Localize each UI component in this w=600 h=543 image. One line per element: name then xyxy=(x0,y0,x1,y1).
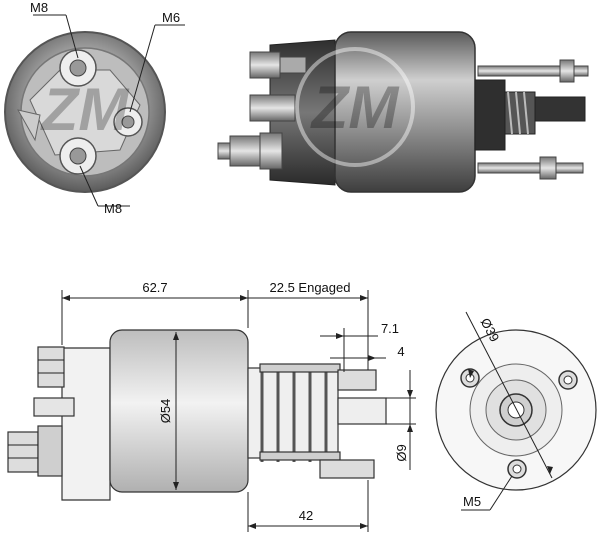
end-view-photo: ZM M8 M6 M8 xyxy=(4,0,185,216)
stud-top xyxy=(477,65,589,77)
side-view-photo: ZM xyxy=(217,31,589,193)
mount-hole-3-bore xyxy=(512,464,522,474)
dim-62-7: 62.7 xyxy=(142,280,167,295)
drawing-nut-top xyxy=(337,369,377,391)
end-bore xyxy=(507,401,525,419)
plunger xyxy=(534,96,586,122)
bracket-tab xyxy=(17,109,41,142)
label-m8-bottom: M8 xyxy=(104,201,122,216)
technical-drawing-end: Ø39 M5 xyxy=(435,311,597,511)
watermark-side: ZM xyxy=(310,74,401,141)
arrow-54-bottom xyxy=(173,482,179,490)
dim-4: 4 xyxy=(397,344,404,359)
watermark-ring xyxy=(295,47,415,167)
arrow-7-1 xyxy=(336,333,344,339)
arrow-22-5-right xyxy=(360,295,368,301)
drawing-bolt-bottom xyxy=(7,425,63,477)
dim-line-39 xyxy=(465,311,553,479)
label-m8-top: M8 xyxy=(30,0,48,15)
drawing-nut-bottom xyxy=(319,459,375,479)
label-m5: M5 xyxy=(463,494,481,509)
mount-hole-2-bore xyxy=(563,375,573,385)
bolt-bottom xyxy=(217,132,283,170)
arrow-9-top xyxy=(407,390,413,398)
arrow-54-top xyxy=(173,332,179,340)
bolt-middle xyxy=(249,94,296,122)
drawing-stud-bottom xyxy=(259,451,341,461)
drawing-body xyxy=(109,329,249,493)
dim-42: 42 xyxy=(299,508,313,523)
leader-m8-top xyxy=(65,14,79,59)
drawing-spring-coils xyxy=(260,365,328,462)
arrow-62-7-right xyxy=(240,295,248,301)
nut-bottom xyxy=(539,156,557,180)
dim-diameter-54: Ø54 xyxy=(158,399,173,424)
terminal-m8-bottom xyxy=(59,137,97,175)
arrow-39-top xyxy=(468,369,474,378)
drawing-stud-top xyxy=(259,363,341,373)
label-m6: M6 xyxy=(162,10,180,25)
arrow-39-bottom xyxy=(547,466,553,474)
stud-bottom xyxy=(477,162,584,174)
terminal-m6-side xyxy=(113,107,143,137)
leader-m5 xyxy=(489,475,513,511)
technical-drawing-side: 62.7 22.5 Engaged 7.1 4 Ø54 Ø9 42 xyxy=(7,280,416,532)
watermark-end: ZM xyxy=(40,76,131,143)
arrow-42-left xyxy=(248,523,256,529)
leader-m6 xyxy=(129,24,156,113)
leader-m8-bottom xyxy=(79,165,99,207)
nut-top xyxy=(559,59,575,83)
drawing-bolt-top xyxy=(37,346,65,388)
drawing-bolt-middle xyxy=(33,397,75,417)
terminal-m8-top xyxy=(59,49,97,87)
arrow-9-bottom xyxy=(407,424,413,432)
arrow-42-right xyxy=(360,523,368,529)
bracket xyxy=(61,347,111,501)
drawing-plunger xyxy=(337,397,387,425)
spring-coils xyxy=(507,91,529,135)
dim-22-5-engaged: 22.5 Engaged xyxy=(270,280,351,295)
dim-7-1: 7.1 xyxy=(381,321,399,336)
arrow-4 xyxy=(368,355,376,361)
dim-diameter-9: Ø9 xyxy=(394,444,409,461)
arrow-62-7-left xyxy=(62,295,70,301)
bolt-top xyxy=(249,51,307,79)
plunger-housing xyxy=(474,79,506,151)
